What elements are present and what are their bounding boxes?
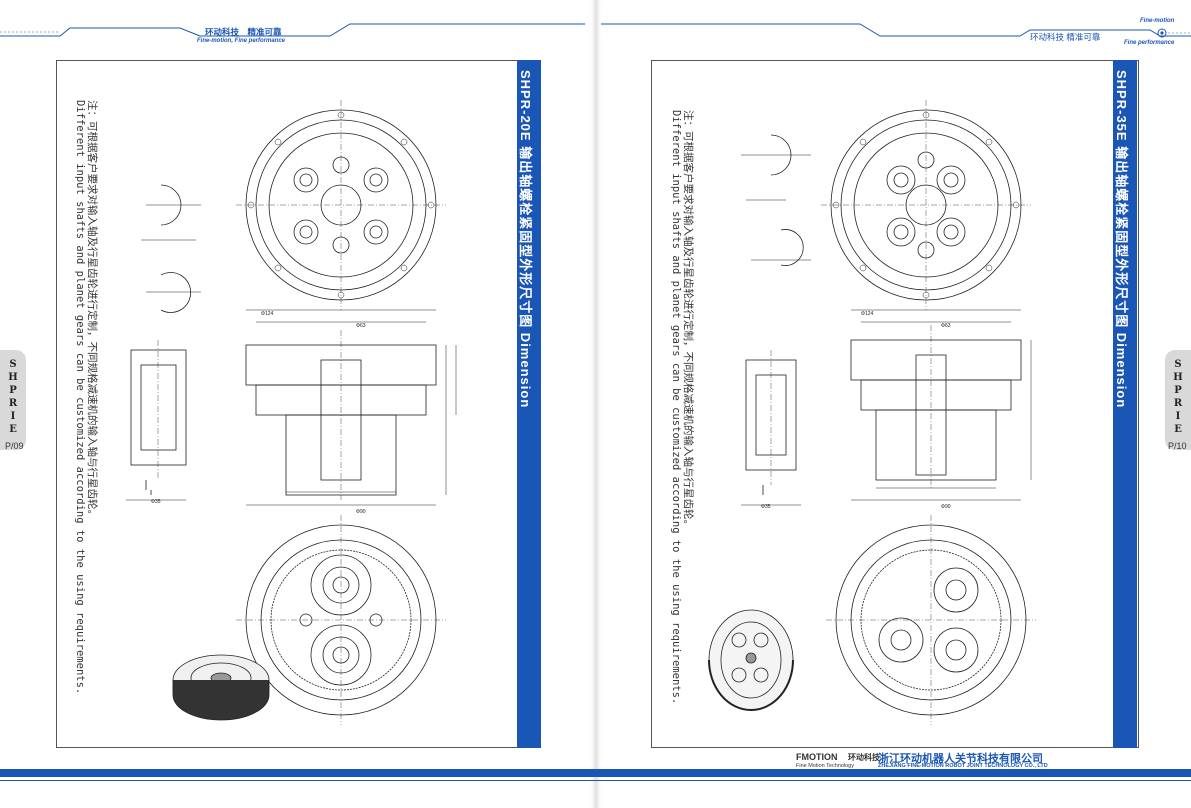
- footer-logo-brand: FMOTION: [796, 752, 838, 762]
- tab-letter-i: I: [1175, 411, 1181, 422]
- footer-logo-cn: 环动科技: [848, 753, 880, 762]
- right-section-view: [850, 309, 1032, 501]
- right-product-image: [708, 609, 794, 711]
- left-detail-circles: [141, 184, 201, 313]
- left-shaft-detail: [126, 340, 187, 501]
- footer-logo-en: Fine Motion Technology: [796, 763, 854, 769]
- footer-bar: [0, 769, 1191, 777]
- header-slogan-left-en: Fine-motion, Fine performance: [197, 38, 286, 44]
- left-bottom-view: [236, 515, 446, 725]
- left-page-number: P/09: [5, 441, 24, 451]
- left-drawing-frame: [56, 60, 541, 748]
- header-label-top: Fine-motion: [1140, 18, 1175, 24]
- header-label-bottom: Fine performance: [1124, 40, 1175, 46]
- header-slogan-right: 环动科技 精准可靠: [1030, 32, 1101, 42]
- tab-letter-r: R: [8, 398, 18, 409]
- left-panel-title: SHPR-20E 输出轴螺栓紧固型外形尺寸图 Dimension: [518, 70, 533, 409]
- left-product-image: [172, 654, 270, 721]
- right-title-band: [1113, 60, 1137, 748]
- svg-text:Φ35: Φ35: [761, 504, 771, 510]
- tab-letter-e: E: [1174, 424, 1182, 435]
- footer-company-cn: 浙江环动机器人关节科技有限公司: [878, 753, 1043, 765]
- left-top-view: [236, 100, 446, 310]
- left-series-tab: S H P R I E: [0, 350, 26, 450]
- footer-company-en: ZHEJIANG FINE-MOTION ROBOT JOINT TECHNOL…: [878, 763, 1048, 769]
- tab-letter-i: I: [10, 411, 16, 422]
- right-series-tab: S H P R I E: [1165, 350, 1191, 450]
- header-slogan-left: 环动科技 精准可靠: [205, 27, 282, 37]
- tab-letter-e: E: [9, 424, 17, 435]
- svg-text:Φ63: Φ63: [356, 323, 366, 329]
- right-detail-circles: [741, 134, 811, 266]
- svg-text:Φ35: Φ35: [151, 499, 161, 505]
- svg-text:Φ124: Φ124: [861, 311, 874, 317]
- right-page-number: P/10: [1168, 441, 1187, 451]
- right-top-view: [821, 100, 1031, 310]
- left-title-band: [517, 60, 541, 748]
- right-bottom-view: [826, 515, 1036, 725]
- tab-letter-s: S: [1174, 359, 1182, 370]
- right-panel-title: SHPR-35E 输出轴螺栓紧固型外形尺寸图 Dimension: [1114, 70, 1129, 409]
- tab-letter-p: P: [1174, 385, 1182, 396]
- left-section-view: [245, 309, 457, 506]
- svg-text:Φ124: Φ124: [261, 311, 274, 317]
- svg-text:Φ63: Φ63: [941, 323, 951, 329]
- header-decoration: [0, 23, 1191, 38]
- tab-letter-p: P: [9, 385, 17, 396]
- tab-letter-h: H: [1173, 372, 1183, 383]
- page-gutter: [591, 0, 601, 808]
- tab-letter-h: H: [8, 372, 18, 383]
- right-shaft-detail: [741, 350, 801, 506]
- svg-text:Φ90: Φ90: [941, 504, 951, 510]
- tab-letter-s: S: [9, 359, 17, 370]
- svg-text:Φ90: Φ90: [356, 509, 366, 515]
- tab-letter-r: R: [1173, 398, 1183, 409]
- footer-line: [0, 780, 1191, 781]
